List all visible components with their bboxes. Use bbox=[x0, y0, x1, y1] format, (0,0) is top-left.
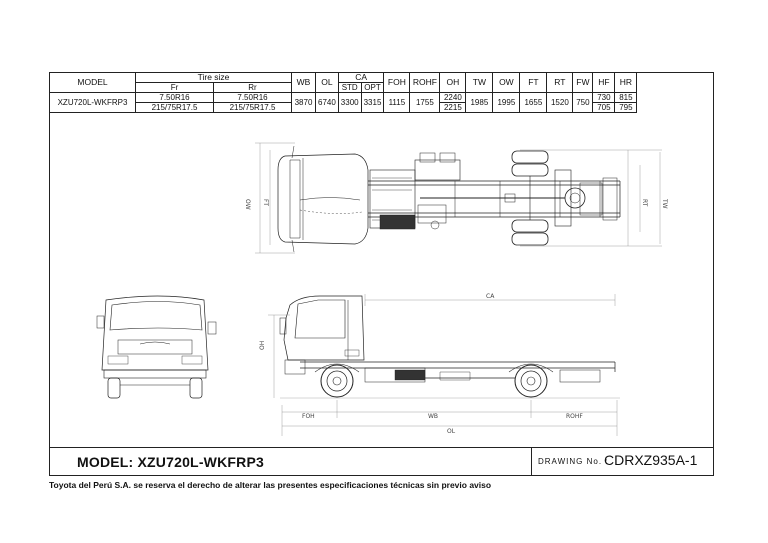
dim-label-ol: OL bbox=[447, 428, 456, 435]
dim-label-oh: OH bbox=[259, 341, 266, 350]
spec-table: MODEL Tire size WB OL CA FOH ROHF OH TW … bbox=[49, 72, 638, 113]
dim-label-wb: WB bbox=[428, 413, 438, 420]
dim-label-ft: FT bbox=[262, 199, 269, 206]
model-title: MODEL: XZU720L-WKFRP3 bbox=[77, 454, 264, 470]
dim-label-rohf: ROHF bbox=[566, 413, 583, 420]
cell-oh-2: 2215 bbox=[439, 102, 467, 113]
cell-fw: 750 bbox=[572, 92, 594, 113]
side-view bbox=[268, 294, 620, 436]
drawing-number-box: DRAWING No. : CDRXZ935A-1 bbox=[531, 448, 714, 476]
drawing-number: CDRXZ935A-1 bbox=[604, 452, 698, 468]
dim-label-ca: CA bbox=[486, 293, 495, 300]
drawing-number-label: DRAWING No. : bbox=[538, 457, 609, 466]
front-view bbox=[96, 295, 217, 399]
dim-label-tw: TW bbox=[661, 198, 668, 209]
header-hr: HR bbox=[614, 72, 638, 93]
footer-disclaimer: Toyota del Perú S.A. se reserva el derec… bbox=[49, 480, 492, 490]
cell-hr-2: 795 bbox=[614, 102, 638, 113]
title-block: MODEL: XZU720L-WKFRP3 DRAWING No. : CDRX… bbox=[49, 447, 714, 476]
cell-rr-2: 215/75R17.5 bbox=[213, 102, 292, 113]
cell-wb: 3870 bbox=[291, 92, 316, 113]
dim-label-rt: RT bbox=[641, 199, 648, 207]
top-view bbox=[255, 142, 662, 254]
dim-label-ow: OW bbox=[244, 199, 251, 210]
dim-label-foh: FOH bbox=[302, 413, 315, 420]
